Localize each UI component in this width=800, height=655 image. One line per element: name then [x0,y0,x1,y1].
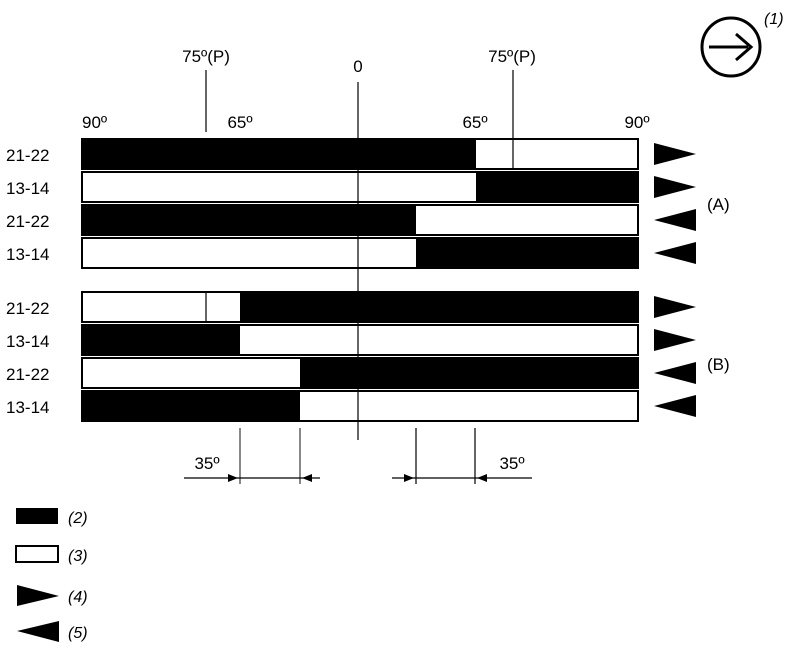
right-triangle-icon [654,296,696,318]
white-bar-icon [15,545,59,563]
right-dim-arrow-a [404,474,414,482]
right-35-dimension: 35º [392,428,532,484]
bar-row: 13-14 [6,237,696,269]
bar-row: 21-22 [6,138,696,170]
center-zero-label: 0 [353,57,362,76]
legend-label-3: (3) [68,548,88,565]
scale-label-65-right: 65º [462,113,487,132]
row-label: 13-14 [6,332,49,351]
group-a-label: (A) [707,195,730,214]
right-35-label: 35º [499,454,524,473]
empty-segment [82,292,240,322]
bar-row: 13-14 [6,324,696,356]
empty-segment [476,139,638,169]
left-dim-arrow-a [228,474,238,482]
bar-outline [81,390,639,422]
bar-outline [81,171,639,203]
empty-segment [82,358,300,388]
row-label: 21-22 [6,212,49,231]
bar-outline [81,291,639,323]
legend-label-5: (5) [68,625,88,642]
row-label: 13-14 [6,179,49,198]
row-label: 13-14 [6,398,49,417]
right-arrow-icon [735,32,754,62]
scale-label-65-left: 65º [227,113,252,132]
legend-label-4: (4) [68,589,88,606]
left-triangle-icon [654,209,696,231]
left-triangle-icon [17,621,59,642]
bar-outline [81,237,639,269]
left-75p-label: 75º(P) [182,47,230,66]
legend: (2) (3) (4) (5) [15,508,88,642]
right-triangle-icon [17,585,59,606]
bar-row: 21-22 [6,204,696,236]
row-label: 21-22 [6,146,49,165]
filled-segment [300,358,638,388]
bar-row: 13-14 [6,390,696,422]
scale-label-90-left: 90º [82,113,107,132]
filled-segment [82,391,300,421]
group-b-label: (B) [707,355,730,374]
filled-segment [416,238,638,268]
filled-segment [82,325,240,355]
bar-row: 13-14 [6,171,696,203]
bar-outline [81,357,639,389]
empty-segment [82,172,476,202]
row-label: 13-14 [6,245,49,264]
filled-segment [476,172,638,202]
bar-rows: 21-22 13-14 21-22 13-14 21-22 13-14 21-22 13-14 [6,138,696,422]
filled-segment [82,139,476,169]
right-triangle-icon [654,143,696,165]
empty-segment [82,238,416,268]
left-triangle-icon [654,395,696,417]
direction-note: (1) [764,11,784,28]
bar-outline [81,204,639,236]
right-dim-arrow-b [477,474,487,482]
filled-segment [82,205,416,235]
left-dim-arrow-b [302,474,312,482]
bar-row: 21-22 [6,291,696,323]
legend-label-2: (2) [68,510,88,527]
left-triangle-icon [654,362,696,384]
empty-segment [240,325,638,355]
left-triangle-icon [654,242,696,264]
bar-outline [81,324,639,356]
direction-symbol: (1) [700,11,784,78]
black-bar-icon [16,508,58,524]
row-label: 21-22 [6,365,49,384]
right-triangle-icon [654,176,696,198]
right-75p-label: 75º(P) [488,47,536,66]
bar-row: 21-22 [6,357,696,389]
empty-segment [416,205,638,235]
bar-outline [81,138,639,170]
row-label: 21-22 [6,299,49,318]
scale-label-90-right: 90º [624,113,649,132]
empty-segment [300,391,638,421]
right-triangle-icon [654,329,696,351]
left-35-dimension: 35º [184,428,320,484]
filled-segment [240,292,638,322]
left-35-label: 35º [194,454,219,473]
